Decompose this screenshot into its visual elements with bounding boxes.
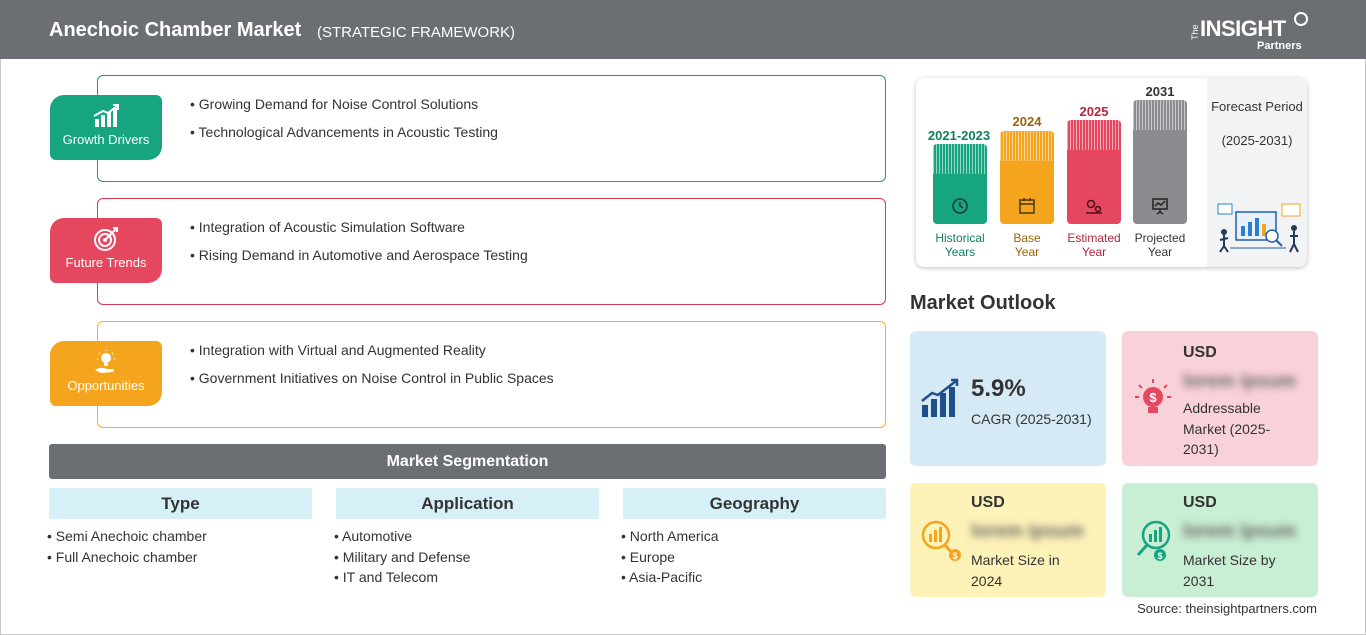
insight-partners-logo[interactable]: The INSIGHT Partners [1190, 10, 1310, 54]
growth-driver-item: Technological Advancements in Acoustic T… [190, 124, 498, 140]
future-trends-tag: Future Trends [50, 218, 162, 283]
market-size-2024-tile: $ USD lorem ipsum Market Size in 2024 [910, 483, 1106, 597]
timeline-year: 2025 [1079, 104, 1109, 119]
segment-item: Automotive [334, 526, 599, 547]
growth-drivers-card: Growing Demand for Noise Control Solutio… [97, 75, 886, 182]
future-trends-label: Future Trends [65, 255, 147, 270]
market-size-2024-value: lorem ipsum [971, 521, 1084, 542]
timeline-year: 2024 [1012, 114, 1042, 129]
addressable-currency: USD [1183, 344, 1217, 361]
addressable-value: lorem ipsum [1183, 371, 1296, 392]
timeline-label-line: Year [1147, 245, 1173, 259]
segment-item: Asia-Pacific [621, 567, 886, 588]
opportunity-item: Integration with Virtual and Augmented R… [190, 342, 554, 358]
growth-drivers-label: Growth Drivers [62, 132, 150, 147]
svg-text:$: $ [952, 551, 957, 561]
future-trend-item: Integration of Acoustic Simulation Softw… [190, 219, 528, 235]
page-header: Anechoic Chamber Market (STRATEGIC FRAME… [0, 0, 1366, 59]
timeline-panel: Forecast Period (2025-2031) 2021-2023 Hi… [916, 78, 1307, 267]
timeline-label-base: Base Year [987, 231, 1067, 259]
market-size-2031-label: Market Size by 2031 [1183, 552, 1276, 589]
timeline-label-line: Year [1081, 245, 1107, 259]
segment-title: Application [336, 488, 599, 519]
cagr-tile: 5.9% CAGR (2025-2031) [910, 331, 1106, 466]
segment-item: Europe [621, 547, 886, 568]
market-segmentation-header: Market Segmentation [49, 444, 886, 479]
segment-item: IT and Telecom [334, 567, 599, 588]
timeline-bar-projected [1133, 100, 1187, 224]
segment-title: Geography [623, 488, 886, 519]
market-size-2031-tile: $ USD lorem ipsum Market Size by 2031 [1122, 483, 1318, 597]
bar-chart-arrow-icon [93, 104, 119, 127]
addressable-market-tile: $ USD lorem ipsum Addressable Market (20… [1122, 331, 1318, 466]
timeline-bar-base [1000, 131, 1054, 224]
cagr-value: 5.9% [971, 375, 1026, 402]
timeline-year: 2031 [1145, 84, 1175, 99]
timeline-label-line: Base [1013, 231, 1041, 245]
market-size-2031-currency: USD [1183, 494, 1217, 511]
idea-dollar-icon: $ [1135, 379, 1171, 413]
timeline-year: 2021-2023 [927, 128, 991, 143]
market-size-2024-label: Market Size in 2024 [971, 552, 1060, 589]
lightbulb-hand-icon [95, 350, 115, 373]
timeline-label-historical: Historical Years [920, 231, 1000, 259]
calendar-icon [1019, 198, 1035, 214]
page-subtitle: (STRATEGIC FRAMEWORK) [317, 24, 516, 41]
growth-driver-item: Growing Demand for Noise Control Solutio… [190, 96, 498, 112]
svg-text:$: $ [1157, 551, 1162, 561]
bar-stripes [1000, 131, 1054, 161]
bar-stripes [933, 144, 987, 174]
timeline-bar-historical [933, 144, 987, 224]
page-title: Anechoic Chamber Market [49, 19, 302, 41]
logo-partners: Partners [1257, 40, 1302, 52]
presentation-icon [1152, 198, 1168, 215]
future-trends-card: Integration of Acoustic Simulation Softw… [97, 198, 886, 305]
segment-item: Military and Defense [334, 547, 599, 568]
money-chart-icon: $ [921, 520, 961, 561]
addressable-label: Addressable Market (2025-2031) [1183, 400, 1271, 457]
timeline-label-projected: Projected Year [1120, 231, 1200, 259]
segment-application: Application Automotive Military and Defe… [336, 488, 599, 588]
market-outlook-title: Market Outlook [910, 292, 1056, 314]
source-credit: Source: theinsightpartners.com [1137, 601, 1317, 616]
segment-item: Full Anechoic chamber [47, 547, 312, 568]
growth-drivers-tag: Growth Drivers [50, 95, 162, 160]
forecast-analytics-illustration-icon [1217, 203, 1301, 253]
logo-the: The [1190, 24, 1200, 40]
bar-stripes [1067, 120, 1121, 150]
timeline-label-estimated: Estimated Year [1054, 231, 1134, 259]
segment-item: North America [621, 526, 886, 547]
target-icon [94, 227, 118, 251]
gears-icon [1086, 199, 1102, 214]
logo-insight: INSIGHT [1200, 16, 1286, 41]
market-size-2024-currency: USD [971, 494, 1005, 511]
cagr-label: CAGR (2025-2031) [971, 411, 1092, 427]
market-size-2031-value: lorem ipsum [1183, 521, 1296, 542]
future-trend-item: Rising Demand in Automotive and Aerospac… [190, 247, 528, 263]
segment-type: Type Semi Anechoic chamber Full Anechoic… [49, 488, 312, 567]
history-icon [952, 198, 968, 214]
opportunities-tag: Opportunities [50, 341, 162, 406]
growth-chart-icon [921, 378, 959, 417]
opportunities-card: Integration with Virtual and Augmented R… [97, 321, 886, 428]
timeline-label-line: Projected [1134, 231, 1186, 245]
timeline-label-line: Estimated [1067, 231, 1121, 245]
money-chart-icon: $ [1136, 520, 1171, 561]
opportunity-item: Government Initiatives on Noise Control … [190, 370, 554, 386]
timeline-label-line: Years [944, 245, 976, 259]
segment-item: Semi Anechoic chamber [47, 526, 312, 547]
forecast-period-range: (2025-2031) [1221, 133, 1293, 148]
timeline-label-line: Year [1014, 245, 1040, 259]
segment-geography: Geography North America Europe Asia-Paci… [623, 488, 886, 588]
segment-title: Type [49, 488, 312, 519]
opportunities-label: Opportunities [67, 378, 145, 393]
svg-text:$: $ [1149, 390, 1157, 405]
timeline-label-line: Historical [935, 231, 985, 245]
forecast-period-title: Forecast Period [1211, 99, 1303, 114]
bar-stripes [1133, 100, 1187, 130]
logo-ring-icon [1294, 12, 1308, 26]
timeline-bar-estimated [1067, 120, 1121, 224]
